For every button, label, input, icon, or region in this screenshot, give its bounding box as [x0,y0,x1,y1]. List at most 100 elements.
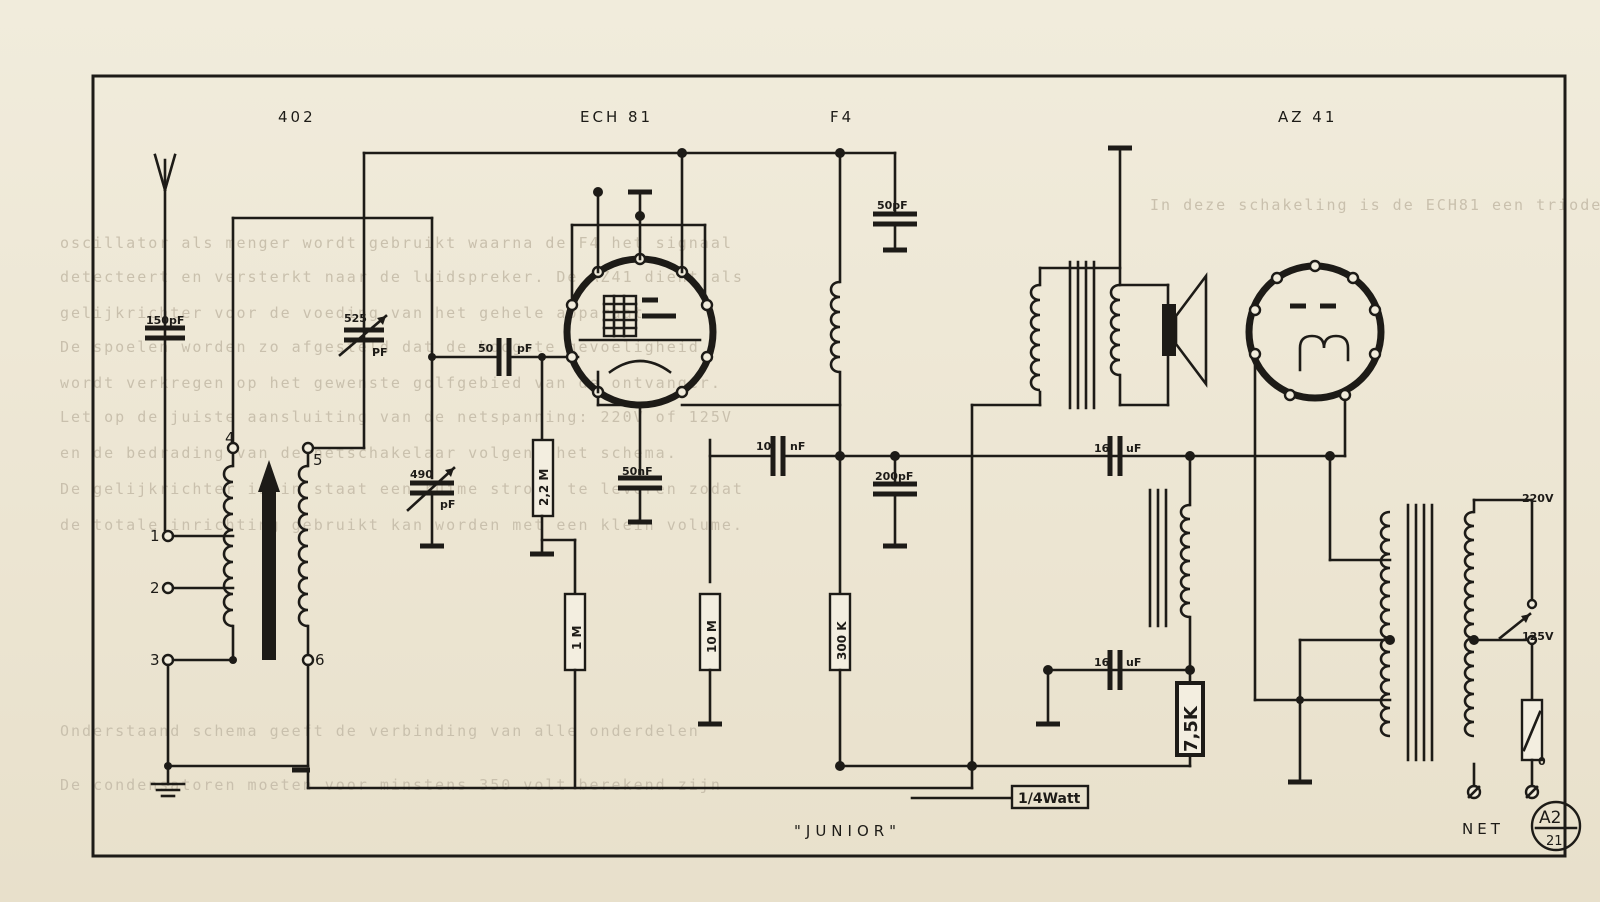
wattage-label-text: 1/4Watt [1018,791,1081,807]
junction [164,762,172,770]
capacitor-50pf-top: 50pF [873,199,917,253]
junction [593,187,603,197]
voltage-220-label: 220V [1522,492,1554,505]
capacitor-50nf: 50nF [618,465,662,525]
filter-choke [1148,488,1191,628]
variable-capacitor-490pf: 490 pF [406,466,456,549]
variable-capacitor-525pf: 525 PF [338,312,388,359]
terminal-5 [301,441,315,455]
capacitor-16uf-bottom: 16 uF [1094,650,1141,690]
document-stamp: A2 21 [1530,800,1582,852]
resistor-300k: 300 K [828,454,852,768]
resistor-300k-label: 300 K [835,621,849,660]
junction [635,211,645,221]
resistor-2m2-label: 2,2 M [537,469,551,506]
capacitor-16uf-bottom-unit: uF [1126,656,1141,669]
power-transformer-secondary [1379,510,1391,738]
capacitor-16uf-bottom-value: 16 [1094,656,1110,669]
label-az41: AZ 41 [1278,108,1337,126]
resistor-10m: 10 M [698,592,722,727]
power-transformer-primary [1463,510,1475,738]
capacitor-150pf-label: 150pF [146,314,184,327]
junction [1296,696,1304,704]
stamp-bottom: 21 [1546,834,1563,849]
output-transformer-primary [1029,283,1041,392]
capacitor-50nf-label: 50nF [622,465,653,478]
resistor-7k5: 7,5K [1175,681,1205,757]
bg-line: Onderstaand schema geeft de verbinding v… [60,722,700,740]
junction [835,148,845,158]
voltage-selector-arrow [1521,614,1530,623]
bg-line: Let op de juiste aansluiting van de nets… [60,408,733,426]
terminal-4 [226,441,240,455]
inductor-f4 [829,280,841,374]
voltage-0-label: 0 [1538,755,1546,768]
speaker-icon [1162,272,1208,388]
mains-fuse [1520,698,1544,762]
bg-line: gelijkrichter voor de voeding van het ge… [60,304,645,322]
resistor-7k5-label: 7,5K [1181,705,1202,752]
junction [890,451,900,461]
bg-line: De condensatoren moeten voor minstens 35… [60,776,722,794]
capacitor-16uf-top: 16 uF [1094,436,1141,476]
bg-line: de totale inrichting gebruikt kan worden… [60,516,744,534]
ground-icon [150,782,186,798]
tuning-arrow-icon [258,460,280,660]
diagram-frame [91,74,1567,858]
resistor-1m: 1 M [563,538,587,790]
bg-line: De spoelen worden zo afgesteld dat de ho… [60,338,700,356]
variable-capacitor-525-value: 525 [344,312,367,325]
terminal-6 [301,653,315,667]
terminal-4-label: 4 [225,429,235,447]
mains-net-label: NET [1462,820,1504,838]
resistor-2m2: 2,2 M [530,355,555,557]
capacitor-16uf-top-unit: uF [1126,442,1141,455]
bg-line: De gelijkrichter is in staat een ruime s… [60,480,744,498]
capacitor-10nf-unit: nF [790,440,805,453]
variable-capacitor-490-value: 490 [410,468,433,481]
schematic-title: "JUNIOR" [794,822,901,840]
terminal-3-label: 3 [150,651,160,669]
junction [677,148,687,158]
bg-line: In deze schakeling is de ECH81 een triod… [1150,196,1600,214]
output-transformer-secondary [1109,283,1121,377]
capacitor-50pf-grid-value: 50 [478,342,494,355]
resistor-1m-label: 1 M [570,626,584,650]
capacitor-50pf-top-label: 50pF [877,199,908,212]
bg-line: wordt verkregen op het gewenste golfgebi… [60,374,722,392]
power-transformer-core [1406,503,1434,762]
terminal-1-label: 1 [150,527,160,545]
bg-line: detecteert en versterkt naar de luidspre… [60,268,744,286]
capacitor-200pf-label: 200pF [875,470,913,483]
transformer-core [1068,260,1096,410]
capacitor-200pf: 200pF [873,470,917,549]
junction [229,656,237,664]
junction [967,761,977,771]
variable-capacitor-525-unit: PF [372,346,388,359]
label-f4: F4 [830,108,854,126]
capacitor-16uf-top-value: 16 [1094,442,1110,455]
terminal-2-label: 2 [150,579,160,597]
tube-az41 [1245,259,1385,402]
terminal-5-label: 5 [313,451,323,469]
label-ech81: ECH 81 [580,108,653,126]
bg-line: en de bedrading van de netschakelaar vol… [60,444,678,462]
capacitor-50pf-grid-unit: pF [517,342,532,355]
capacitor-150pf: 150pF [145,314,185,341]
variable-capacitor-490-unit: pF [440,498,455,511]
bg-line: oscillator als menger wordt gebruikt waa… [60,234,733,252]
voltage-125-label: 125V [1522,630,1554,643]
terminal-2 [161,581,175,595]
capacitor-10nf-value: 10 [756,440,772,453]
resistor-10m-label: 10 M [705,620,719,653]
terminal-1 [161,529,175,543]
background-text: In deze schakeling is de ECH81 een triod… [60,196,1600,794]
junction [428,353,436,361]
terminal-3 [161,653,175,667]
antenna-icon [153,153,177,532]
junction [1043,665,1053,675]
capacitor-10nf: 10 nF [708,436,1332,476]
terminal-6-label: 6 [315,651,325,669]
